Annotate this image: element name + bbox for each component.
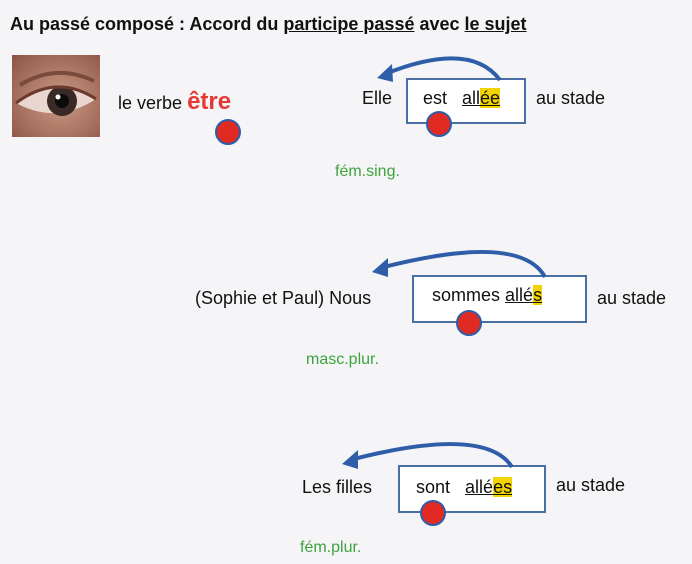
example-1-red-dot: [426, 111, 452, 137]
red-dot-marker: [215, 119, 241, 145]
example-2-auxiliary: sommes: [432, 285, 501, 305]
example-2-agreement-label: masc.plur.: [306, 351, 379, 368]
example-1-auxiliary: est: [423, 88, 448, 108]
example-2-red-dot: [456, 310, 482, 336]
example-3-auxiliary: sont: [416, 477, 451, 497]
example-1-participle: allée: [462, 88, 501, 108]
title-prefix: Au passé composé : Accord du: [10, 14, 284, 34]
example-2-verb-box: [412, 275, 587, 323]
example-2-participle: allés: [505, 285, 543, 305]
example-3-participle: allées: [465, 477, 513, 497]
title-underlined-participle: participe passé: [283, 14, 415, 34]
verb-intro: le verbe être: [118, 88, 231, 116]
example-1-agreement-ending: ée: [480, 88, 501, 108]
verb-etre: être: [187, 88, 232, 115]
example-1-participle-stem: all: [462, 88, 481, 108]
example-1-complement: au stade: [536, 88, 606, 108]
example-2-agreement-ending: s: [533, 285, 543, 305]
example-3-subject: Les filles: [302, 477, 373, 497]
title-middle: avec: [414, 14, 465, 34]
example-1-subject: Elle: [362, 88, 393, 108]
verb-intro-label: le verbe: [118, 93, 183, 113]
example-2-participle-stem: allé: [505, 285, 534, 305]
example-2-complement: au stade: [597, 288, 667, 308]
example-3-verb-group: sont allées: [416, 477, 513, 498]
example-1-verb-box: [406, 78, 526, 124]
example-3-complement: au stade: [556, 475, 626, 495]
example-3-agreement-ending: es: [493, 477, 513, 497]
example-3-agreement-label: fém.plur.: [300, 539, 362, 556]
title-underlined-subject: le sujet: [464, 14, 527, 34]
example-2-subject: (Sophie et Paul) Nous: [195, 288, 372, 308]
example-1-agreement-label: fém.sing.: [335, 163, 400, 180]
eye-icon: [12, 55, 100, 137]
page-title: Au passé composé : Accord du participe p…: [10, 14, 527, 35]
example-1-verb-group: est allée: [423, 88, 501, 109]
example-3-participle-stem: allé: [465, 477, 494, 497]
example-2-verb-group: sommes allés: [432, 285, 543, 306]
example-3-red-dot: [420, 500, 446, 526]
